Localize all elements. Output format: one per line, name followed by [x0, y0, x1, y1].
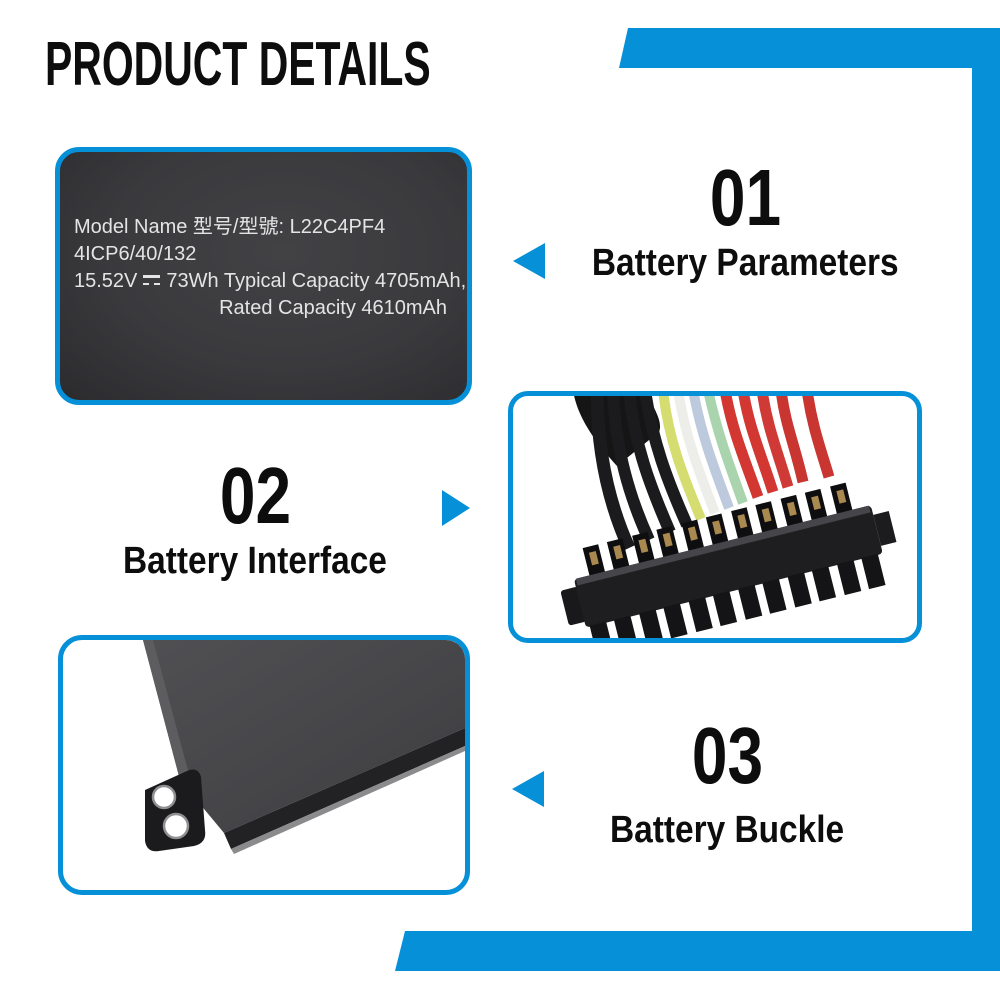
battery-buckle-photo	[58, 635, 470, 895]
battery-label-photo: Model Name 型号/型號: L22C4PF4 4ICP6/40/132 …	[55, 147, 472, 405]
label-line-capacity: 15.52V 73Wh Typical Capacity 4705mAh,	[74, 268, 466, 295]
section-label-text: Battery Interface	[123, 540, 387, 582]
arrow-right-icon	[442, 490, 470, 526]
section-number: 02	[75, 456, 435, 536]
section-label-text: Battery Buckle	[609, 809, 845, 851]
battery-label-text: Model Name 型号/型號: L22C4PF4 4ICP6/40/132 …	[74, 214, 466, 322]
section-number-text: 02	[219, 451, 291, 540]
label-line-model: Model Name 型号/型號: L22C4PF4	[74, 216, 386, 238]
connector-body	[560, 482, 897, 638]
label-voltage: 15.52V	[74, 270, 138, 292]
section-label: Battery Parameters	[565, 242, 925, 285]
page-title: PRODUCT DETAILS	[45, 30, 431, 99]
connector-illustration	[560, 396, 897, 638]
arrow-left-icon	[513, 243, 545, 279]
section-battery-interface: 02 Battery Interface	[75, 456, 435, 583]
section-label: Battery Interface	[75, 540, 435, 583]
section-label: Battery Buckle	[547, 809, 907, 852]
section-battery-buckle: 03 Battery Buckle	[547, 716, 907, 852]
battery-connector-photo	[508, 391, 922, 643]
section-number-text: 01	[709, 153, 781, 242]
section-number: 03	[547, 716, 907, 796]
section-battery-parameters: 01 Battery Parameters	[565, 158, 925, 285]
right-bar-shape	[972, 28, 1000, 971]
buckle-illustration	[143, 640, 465, 854]
dc-voltage-icon	[143, 275, 161, 286]
label-typical-capacity: 73Wh Typical Capacity 4705mAh,	[166, 270, 467, 292]
section-number-text: 03	[691, 711, 763, 800]
section-label-text: Battery Parameters	[591, 242, 899, 284]
arrow-left-icon	[512, 771, 544, 807]
section-number: 01	[565, 158, 925, 238]
top-band-shape	[619, 28, 1000, 68]
label-line-rated-capacity: Rated Capacity 4610mAh	[219, 297, 447, 319]
bottom-band-shape	[395, 931, 1000, 971]
label-line-cell-type: 4ICP6/40/132	[74, 243, 197, 265]
